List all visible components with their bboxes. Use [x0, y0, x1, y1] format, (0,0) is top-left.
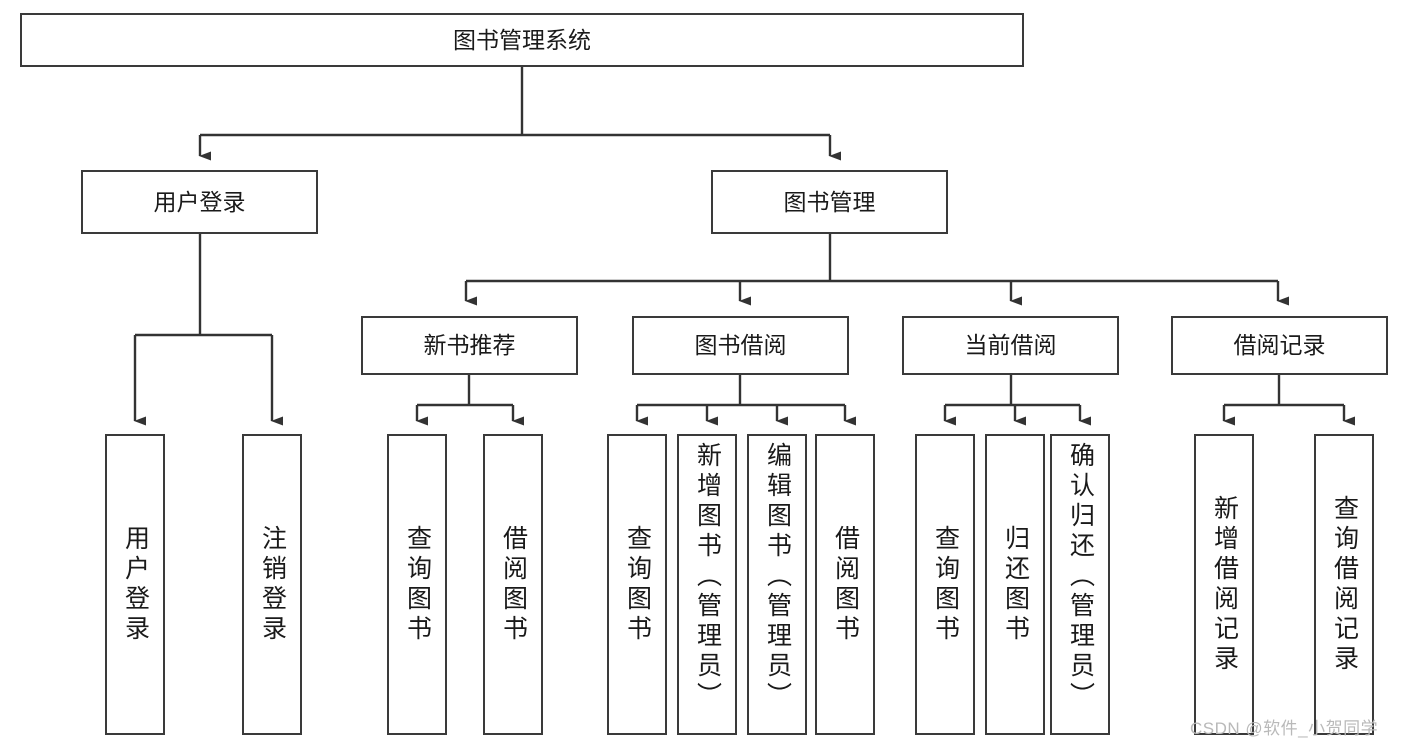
node-current-borrow[interactable]: 当前借阅 — [902, 316, 1119, 375]
node-label: 图书管理 — [783, 188, 876, 215]
leaf-new-book-query[interactable]: 查询图书 — [387, 434, 447, 735]
leaf-borrow-borrow-book[interactable]: 借阅图书 — [815, 434, 875, 735]
leaf-current-confirm-return[interactable]: 确认归还（管理员） — [1050, 434, 1110, 735]
node-label: 确认归还（管理员） — [1066, 442, 1095, 712]
node-label: 借阅记录 — [1233, 332, 1326, 358]
leaf-user-login-logout[interactable]: 注销登录 — [242, 434, 302, 735]
leaf-borrow-add-book[interactable]: 新增图书（管理员） — [677, 434, 737, 735]
node-label: 借阅图书 — [499, 524, 528, 645]
node-label: 注销登录 — [258, 524, 287, 645]
node-book-management[interactable]: 图书管理 — [711, 170, 948, 234]
node-label: 用户登录 — [121, 524, 150, 645]
node-label: 新书推荐 — [423, 332, 516, 358]
node-label: 新增借阅记录 — [1210, 494, 1239, 675]
node-label: 查询图书 — [403, 524, 432, 645]
node-root-system[interactable]: 图书管理系统 — [20, 13, 1024, 67]
node-label: 编辑图书（管理员） — [763, 442, 792, 712]
node-label: 借阅图书 — [831, 524, 860, 645]
node-label: 查询图书 — [931, 524, 960, 645]
leaf-record-query[interactable]: 查询借阅记录 — [1314, 434, 1374, 735]
node-new-book-recommend[interactable]: 新书推荐 — [361, 316, 578, 375]
leaf-current-query-book[interactable]: 查询图书 — [915, 434, 975, 735]
node-label: 用户登录 — [153, 188, 246, 215]
leaf-current-return-book[interactable]: 归还图书 — [985, 434, 1045, 735]
leaf-user-login-login[interactable]: 用户登录 — [105, 434, 165, 735]
node-book-borrow[interactable]: 图书借阅 — [632, 316, 849, 375]
node-label: 归还图书 — [1001, 524, 1030, 645]
node-borrow-record[interactable]: 借阅记录 — [1171, 316, 1388, 375]
node-label: 新增图书（管理员） — [693, 442, 722, 712]
node-label: 查询图书 — [623, 524, 652, 645]
watermark-text: CSDN @软件_小贺同学 — [1190, 719, 1379, 738]
leaf-borrow-query-book[interactable]: 查询图书 — [607, 434, 667, 735]
node-label: 查询借阅记录 — [1330, 494, 1359, 675]
node-user-login[interactable]: 用户登录 — [81, 170, 318, 234]
leaf-borrow-edit-book[interactable]: 编辑图书（管理员） — [747, 434, 807, 735]
node-label: 图书借阅 — [694, 332, 787, 358]
leaf-record-add[interactable]: 新增借阅记录 — [1194, 434, 1254, 735]
leaf-new-book-borrow[interactable]: 借阅图书 — [483, 434, 543, 735]
node-label: 图书管理系统 — [453, 26, 591, 53]
node-label: 当前借阅 — [964, 332, 1057, 358]
